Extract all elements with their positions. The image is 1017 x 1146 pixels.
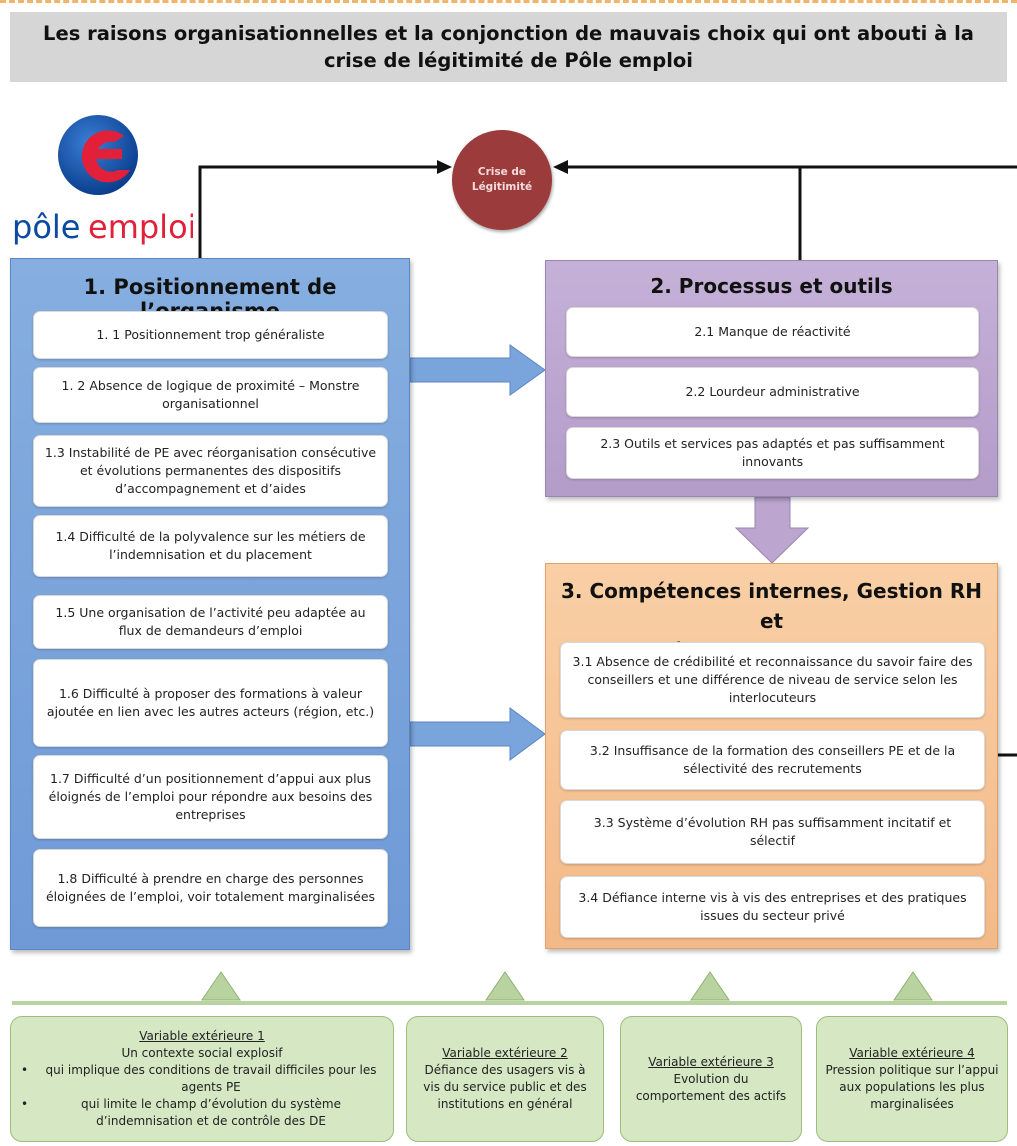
factor-card-2-1: 2.1 Manque de réactivité	[566, 307, 979, 357]
external-variable-1-bullets: qui implique des conditions de travail d…	[19, 1062, 385, 1130]
external-variable-4: Variable extérieure 4 Pression politique…	[816, 1016, 1008, 1142]
external-variable-1-bullet: qui limite le champ d’évolution du systè…	[19, 1096, 385, 1130]
crisis-label-line2: Légitimité	[471, 181, 533, 193]
crisis-label-line1: Crise de	[477, 166, 527, 178]
factor-card-2-3: 2.3 Outils et services pas adaptés et pa…	[566, 427, 979, 479]
external-baseline	[12, 1001, 1007, 1005]
factor-card-1-4: 1.4 Difficulté de la polyvalence sur les…	[33, 515, 388, 577]
factor-card-1-7: 1.7 Difficulté d’un positionnement d’app…	[33, 755, 388, 839]
logo-word-pole: pôle	[12, 208, 80, 246]
triangle-icon	[201, 971, 241, 1001]
factor-card-3-2: 3.2 Insuffisance de la formation des con…	[560, 730, 985, 790]
title-banner: Les raisons organisationnelles et la con…	[10, 12, 1007, 82]
crisis-circle: Crise de Légitimité	[452, 130, 552, 230]
external-variable-1-bullet: qui implique des conditions de travail d…	[19, 1062, 385, 1096]
external-variable-3: Variable extérieure 3 Evolution du compo…	[620, 1016, 802, 1142]
page-title: Les raisons organisationnelles et la con…	[43, 22, 974, 72]
factor-card-2-2: 2.2 Lourdeur administrative	[566, 367, 979, 417]
arrowhead-left-icon	[437, 160, 452, 174]
factor-card-1-6: 1.6 Difficulté à proposer des formations…	[33, 659, 388, 747]
external-variable-1-text: Un contexte social explosif	[121, 1046, 283, 1060]
panel-positionnement: 1. Positionnement de l’organisme 1. 1 Po…	[10, 258, 410, 950]
external-variable-3-title: Variable extérieure 3	[648, 1054, 774, 1069]
arrow-panel1-to-panel2-icon	[409, 344, 546, 396]
arrow-panel2-to-panel3-icon	[734, 496, 810, 564]
arrow-panel1-to-panel3-icon	[409, 707, 546, 761]
panel-competences: 3. Compétences internes, Gestion RH et r…	[545, 563, 998, 949]
external-variable-2-title: Variable extérieure 2	[442, 1046, 568, 1060]
factor-card-1-3: 1.3 Instabilité de PE avec réorganisatio…	[33, 435, 388, 507]
factor-card-1-5: 1.5 Une organisation de l’activité peu a…	[33, 595, 388, 649]
external-variable-1-title: Variable extérieure 1	[139, 1029, 265, 1043]
external-variable-2: Variable extérieure 2 Défiance des usage…	[406, 1016, 604, 1142]
panel-processus: 2. Processus et outils 2.1 Manque de réa…	[545, 260, 998, 497]
factor-card-3-1: 3.1 Absence de crédibilité et reconnaiss…	[560, 642, 985, 718]
triangle-icon	[690, 971, 730, 1001]
external-variable-1: Variable extérieure 1 Un contexte social…	[10, 1016, 394, 1142]
top-dashed-rule	[0, 0, 1017, 3]
panel-3-title-line1: 3. Compétences internes, Gestion RH et	[561, 579, 982, 633]
factor-card-3-3: 3.3 Système d’évolution RH pas suffisamm…	[560, 800, 985, 864]
external-variable-4-text: Pression politique sur l’appui aux popul…	[825, 1063, 999, 1111]
external-variable-4-title: Variable extérieure 4	[849, 1046, 975, 1060]
logo-word-emploi: emploi	[88, 208, 193, 246]
connector-panel1-crisis	[198, 165, 438, 258]
pole-emploi-logo: pôle emploi	[12, 115, 193, 246]
arrowhead-right-icon	[553, 160, 568, 174]
triangle-icon	[485, 971, 525, 1001]
factor-card-1-2: 1. 2 Absence de logique de proximité – M…	[33, 367, 388, 423]
factor-card-3-4: 3.4 Défiance interne vis à vis des entre…	[560, 876, 985, 938]
panel-2-title: 2. Processus et outils	[650, 274, 893, 298]
triangle-icon	[893, 971, 933, 1001]
external-variable-3-text: Evolution du comportement des actifs	[635, 1071, 787, 1103]
factor-card-1-1: 1. 1 Positionnement trop généraliste	[33, 311, 388, 359]
external-variable-2-text: Défiance des usagers vis à vis du servic…	[423, 1063, 587, 1111]
connector-panel2-crisis	[798, 165, 1017, 260]
factor-card-1-8: 1.8 Difficulté à prendre en charge des p…	[33, 849, 388, 927]
